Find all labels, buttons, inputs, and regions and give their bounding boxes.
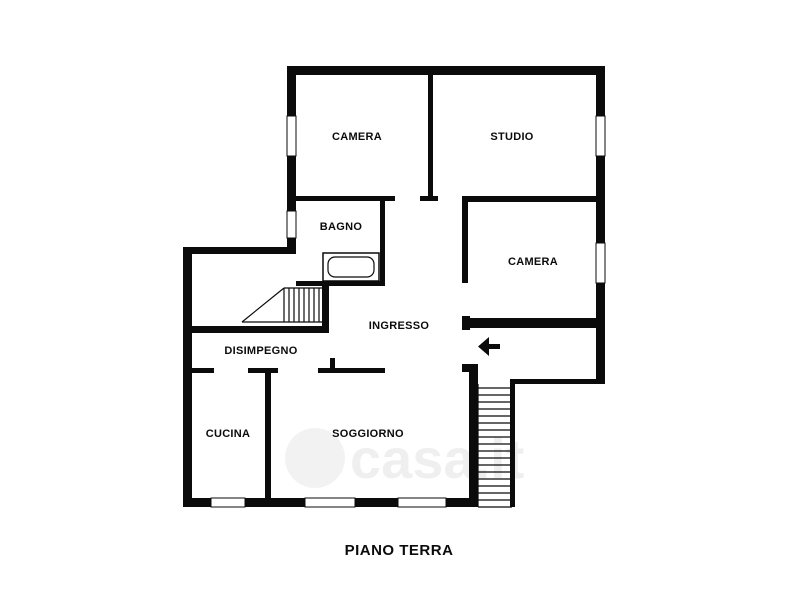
room-label-disimpegno: DISIMPEGNO	[224, 345, 297, 357]
window-soggiorno-1	[304, 497, 356, 508]
wall-porch-bottom	[510, 379, 605, 384]
internal-staircase	[241, 287, 322, 323]
room-label-soggiorno: SOGGIORNO	[332, 428, 404, 440]
wall-soggiorno-top	[318, 368, 385, 373]
wall-cucina-top-right	[248, 368, 278, 373]
wall-cucina-top-left	[192, 368, 214, 373]
room-label-camera-top: CAMERA	[332, 131, 382, 143]
room-label-camera-right: CAMERA	[508, 256, 558, 268]
wall-top	[287, 66, 605, 75]
room-labels: CAMERA STUDIO BAGNO CAMERA INGRESSO DISI…	[206, 131, 558, 440]
room-label-studio: STUDIO	[490, 131, 533, 143]
wall-cucina-soggiorno	[265, 368, 271, 502]
wall-stair-outer-right	[510, 379, 515, 507]
window-studio	[595, 115, 606, 157]
room-label-ingresso: INGRESSO	[369, 320, 430, 332]
watermark-logo-icon	[285, 428, 345, 488]
wall-porch-top	[470, 318, 600, 328]
wall-bagno-bottom	[296, 281, 385, 286]
wall-camera-studio	[428, 75, 433, 198]
wall-bagno-right	[380, 201, 385, 283]
wall-camera-bottom	[296, 196, 395, 201]
wall-left-upper	[287, 66, 296, 252]
window-camera-top	[286, 115, 297, 157]
wall-camera-right-left	[462, 196, 468, 283]
wall-soggiorno-right	[469, 364, 478, 507]
window-soggiorno-2	[397, 497, 447, 508]
wall-ingresso-right-lower	[462, 364, 472, 372]
external-staircase	[477, 384, 512, 508]
window-cucina	[210, 497, 246, 508]
wall-stair-right	[322, 281, 329, 333]
window-bagno	[286, 210, 297, 239]
room-label-cucina: CUCINA	[206, 428, 251, 440]
wall-disimpegno-top	[192, 326, 329, 333]
wall-studio-door-stub	[420, 196, 438, 201]
wall-ingresso-right-upper	[462, 316, 470, 330]
entrance-arrow-icon	[478, 337, 500, 356]
wall-right-upper	[596, 66, 605, 328]
wall-disimpegno-stub	[330, 358, 335, 372]
room-label-bagno: BAGNO	[320, 221, 363, 233]
wall-porch-right	[596, 318, 605, 384]
window-camera-right	[595, 242, 606, 284]
bathtub-inner	[327, 256, 375, 278]
wall-left-outer	[183, 247, 192, 507]
windows	[210, 115, 606, 508]
bathtub	[322, 252, 380, 282]
wall-studio-bottom	[462, 196, 596, 202]
plan-title: PIANO TERRA	[345, 542, 454, 559]
stair-diagonal	[241, 287, 285, 323]
wall-stair-top	[183, 247, 296, 254]
